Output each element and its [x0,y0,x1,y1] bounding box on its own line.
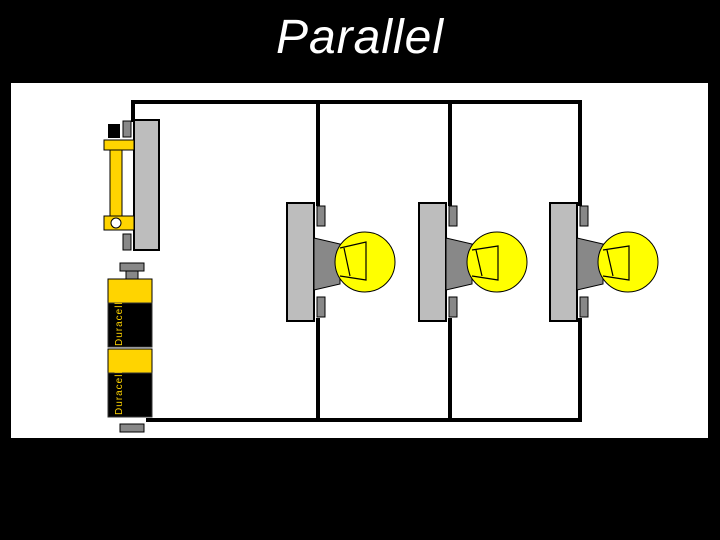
switch-lever-top [103,139,135,151]
bulb-3-terminal-bottom [579,296,589,318]
bulb-2-socket [418,202,447,322]
bulb-3-filament [602,245,630,281]
switch-terminal-top [122,120,132,138]
bulb-3-socket [549,202,578,322]
bulb-1-terminal-bottom [316,296,326,318]
bulb-2-glass [466,231,528,293]
battery-2-label: Duracell [114,370,125,415]
bulb-1-filament [339,241,367,281]
switch-pivot [110,217,122,229]
bulb-1-glass [334,231,396,293]
bulb-2-filament [471,245,499,281]
bulb-2-terminal-top [448,205,458,227]
switch-bar [133,119,160,251]
bulb-3 [549,202,659,322]
bulb-2 [418,202,528,322]
bulb-1-socket [286,202,315,322]
switch [103,119,160,251]
battery-connector-bottom [119,423,145,433]
switch-terminal-bottom [122,233,132,251]
bulb-2-terminal-bottom [448,296,458,318]
bulb-1-base [313,237,341,291]
bulb-3-base [576,237,604,291]
battery-2-top [107,348,153,374]
battery-1-cap [125,270,139,280]
switch-lever-cap [108,124,120,138]
bulb-1 [286,202,396,322]
bulb-1-terminal-top [316,205,326,227]
battery-2-body [107,372,153,418]
battery-connector-top [119,262,145,272]
battery-stack: Duracell Duracell [107,262,153,433]
switch-lever [109,139,123,221]
battery-1-label: Duracell [114,301,125,346]
bulb-2-base [445,237,473,291]
bulb-3-terminal-top [579,205,589,227]
wires [131,100,582,422]
bulb-3-glass [597,231,659,293]
battery-1-body [107,302,153,348]
page-title: Parallel [275,11,445,64]
battery-1-top [107,278,153,304]
